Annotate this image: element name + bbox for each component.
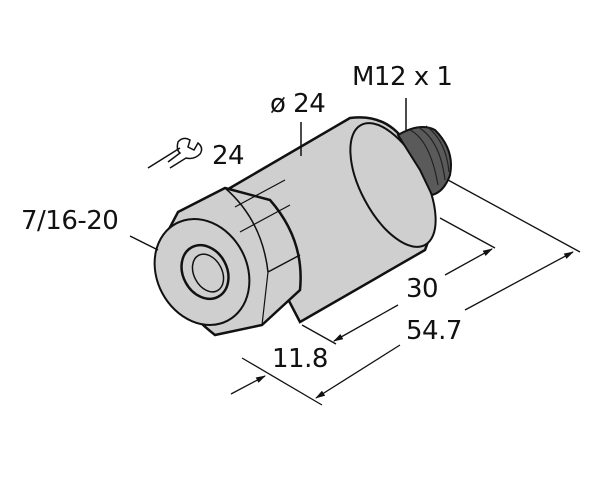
wrench-icon xyxy=(147,137,203,169)
body-diameter-label: ø 24 xyxy=(270,89,326,119)
length-body-label: 30 xyxy=(406,274,439,304)
dimension-lines xyxy=(230,248,574,399)
length-total-label: 54.7 xyxy=(406,316,462,346)
connector-thread-label: M12 x 1 xyxy=(352,62,453,92)
process-port xyxy=(153,218,251,326)
m12-connector xyxy=(396,125,452,197)
process-thread-label: 7/16-20 xyxy=(21,206,119,236)
wrench-size-label: 24 xyxy=(212,141,245,171)
leader-lines xyxy=(129,98,407,251)
length-hex-label: 11.8 xyxy=(272,344,328,374)
extension-lines xyxy=(241,179,581,406)
